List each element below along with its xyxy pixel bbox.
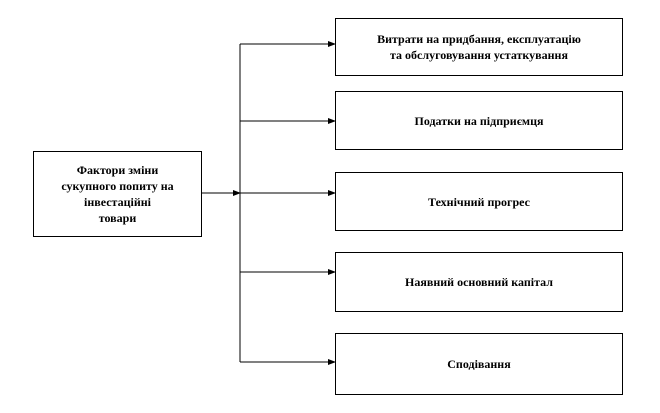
source-label-line-2: сукупного попиту на (61, 179, 174, 193)
target-node-existing-capital: Наявний основний капітал (335, 252, 623, 312)
target-expectations-label: Сподівання (447, 357, 511, 371)
target-node-technical-progress: Технічний прогрес (335, 172, 623, 231)
target-node-costs-label: Витрати на придбання, експлуатацію та об… (377, 31, 581, 63)
target-costs-line-2: та обслуговування устаткування (390, 48, 568, 62)
source-label-line-3: інвестаційні (84, 195, 151, 209)
target-technical-progress-label: Технічний прогрес (428, 194, 530, 209)
source-label-line-1: Фактори зміни (76, 163, 159, 177)
source-label-line-4: товари (98, 211, 137, 225)
target-costs-line-1: Витрати на придбання, експлуатацію (377, 32, 581, 46)
target-node-costs: Витрати на придбання, експлуатацію та об… (335, 18, 623, 76)
target-taxes-label: Податки на підприємця (414, 113, 544, 128)
target-existing-capital-label: Наявний основний капітал (405, 275, 553, 289)
source-node-factors: Фактори зміни сукупного попиту на інвест… (33, 151, 202, 237)
source-node-label: Фактори зміни сукупного попиту на інвест… (61, 162, 173, 226)
target-node-expectations: Сподівання (335, 333, 623, 395)
target-node-taxes: Податки на підприємця (335, 91, 623, 150)
